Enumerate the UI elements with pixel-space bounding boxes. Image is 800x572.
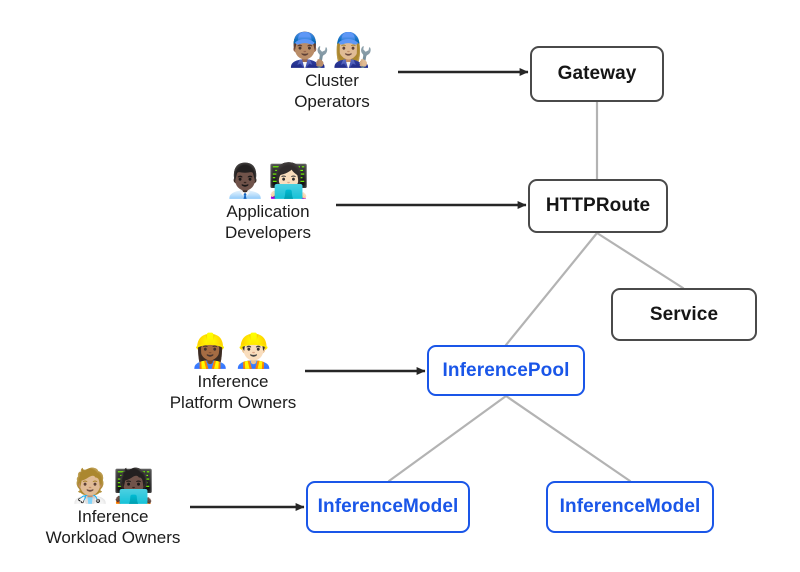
persona-label-line: Inference <box>77 507 149 526</box>
node-httproute[interactable]: HTTPRoute <box>528 179 668 233</box>
node-gateway[interactable]: Gateway <box>530 46 664 102</box>
edge-inferencepool-model1 <box>387 394 508 483</box>
persona-label-line: Platform Owners <box>169 393 297 412</box>
node-inferencepool[interactable]: InferencePool <box>427 345 585 396</box>
node-inferencemodel1[interactable]: InferenceModel <box>306 481 470 533</box>
persona-arrows <box>190 68 529 511</box>
node-label: HTTPRoute <box>545 195 651 216</box>
edge-httproute-service <box>595 231 685 290</box>
node-label: InferencePool <box>442 359 570 381</box>
edge-httproute-inferencepool <box>504 231 599 347</box>
node-label: InferenceModel <box>317 496 459 517</box>
node-service[interactable]: Service <box>611 288 757 341</box>
persona-label-line: Inference <box>197 372 269 391</box>
health-worker-technologist-pair-emoji: 🧑🏼‍⚕️🧑🏿‍💻 <box>69 467 157 504</box>
node-inferencemodel2[interactable]: InferenceModel <box>546 481 714 533</box>
persona-label-line: Cluster <box>305 71 359 90</box>
office-worker-technologist-pair-emoji: 👨🏿‍💼👩🏻‍💻 <box>224 162 312 199</box>
edge-inferencepool-model2 <box>504 394 632 483</box>
node-label: Service <box>649 303 719 325</box>
persona-label-line: Developers <box>225 223 311 242</box>
node-label: InferenceModel <box>559 496 701 517</box>
mechanic-pair-emoji: 👨🏽‍🔧👩🏼‍🔧 <box>288 31 376 68</box>
node-label: Gateway <box>557 63 637 84</box>
persona-label-line: Application <box>226 202 310 221</box>
persona-label-line: Operators <box>294 92 370 111</box>
persona-label-line: Workload Owners <box>45 528 181 547</box>
construction-worker-pair-emoji: 👷🏾‍♀️👷🏻‍♂️ <box>189 332 277 369</box>
